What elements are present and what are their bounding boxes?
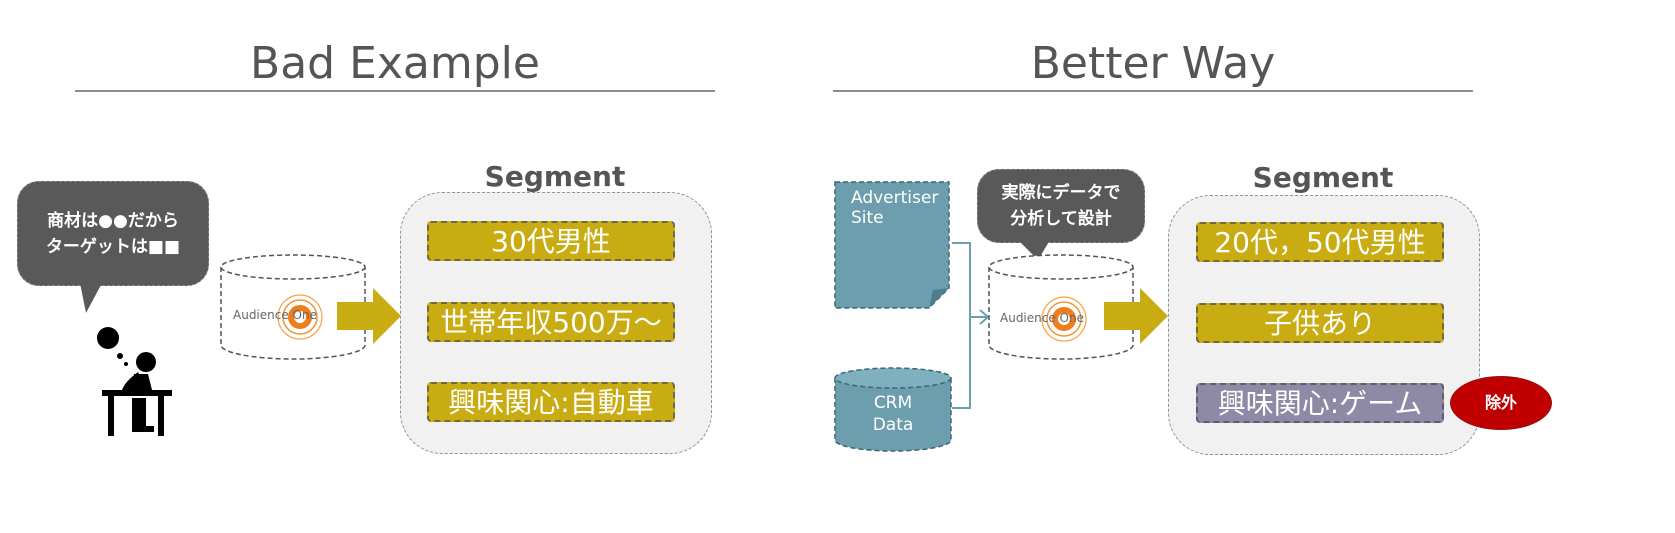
right-segment-pill-2: 子供あり xyxy=(1196,303,1444,343)
right-arrow-right-icon xyxy=(1104,288,1168,344)
left-segment-pill-3: 興味関心:自動車 xyxy=(427,382,675,422)
right-segment-pill-3-excluded: 興味関心:ゲーム xyxy=(1196,383,1444,423)
advertiser-site-document xyxy=(834,181,950,309)
right-segment-pill-1: 20代，50代男性 xyxy=(1196,222,1444,262)
left-database-cylinder xyxy=(220,254,366,360)
left-speech-line1: 商材は●●だから xyxy=(47,211,179,231)
exclude-badge: 除外 xyxy=(1450,376,1552,430)
right-speech-tail xyxy=(1018,240,1050,260)
right-speech-line2: 分析して設計 xyxy=(1010,209,1112,229)
right-title-rule xyxy=(833,90,1473,92)
left-segment-pill-2: 世帯年収500万～ xyxy=(427,302,675,342)
right-database-cylinder xyxy=(988,254,1134,360)
right-segment-title: Segment xyxy=(1252,161,1394,194)
left-arrow-right-icon xyxy=(337,288,401,344)
advertiser-line2: Site xyxy=(851,208,884,228)
crm-data-label: CRM Data xyxy=(833,392,953,436)
thinking-person-icon xyxy=(97,327,172,436)
crm-line1: CRM xyxy=(873,393,913,413)
crm-line2: Data xyxy=(872,415,914,435)
right-db-logo-text: Audience One xyxy=(1000,311,1084,325)
advertiser-line1: Advertiser xyxy=(851,188,939,208)
left-title: Bad Example xyxy=(250,38,540,89)
left-db-logo-text: Audience One xyxy=(233,308,317,322)
left-segment-title: Segment xyxy=(484,160,626,193)
left-speech-line2: ターゲットは■■ xyxy=(45,237,181,257)
left-speech-tail xyxy=(80,283,102,313)
left-audience-one-logo xyxy=(277,294,323,340)
right-speech-line1: 実際にデータで xyxy=(1001,183,1121,203)
right-title: Better Way xyxy=(1030,38,1276,89)
left-speech-bubble: 商材は●●だから ターゲットは■■ xyxy=(17,181,209,286)
advertiser-site-label: Advertiser Site xyxy=(851,188,938,228)
left-segment-pill-1: 30代男性 xyxy=(427,221,675,261)
right-speech-bubble: 実際にデータで 分析して設計 xyxy=(977,169,1145,243)
crm-data-cylinder xyxy=(834,367,952,452)
right-audience-one-logo xyxy=(1041,296,1087,342)
left-title-rule xyxy=(75,90,715,92)
source-connector xyxy=(952,242,990,409)
